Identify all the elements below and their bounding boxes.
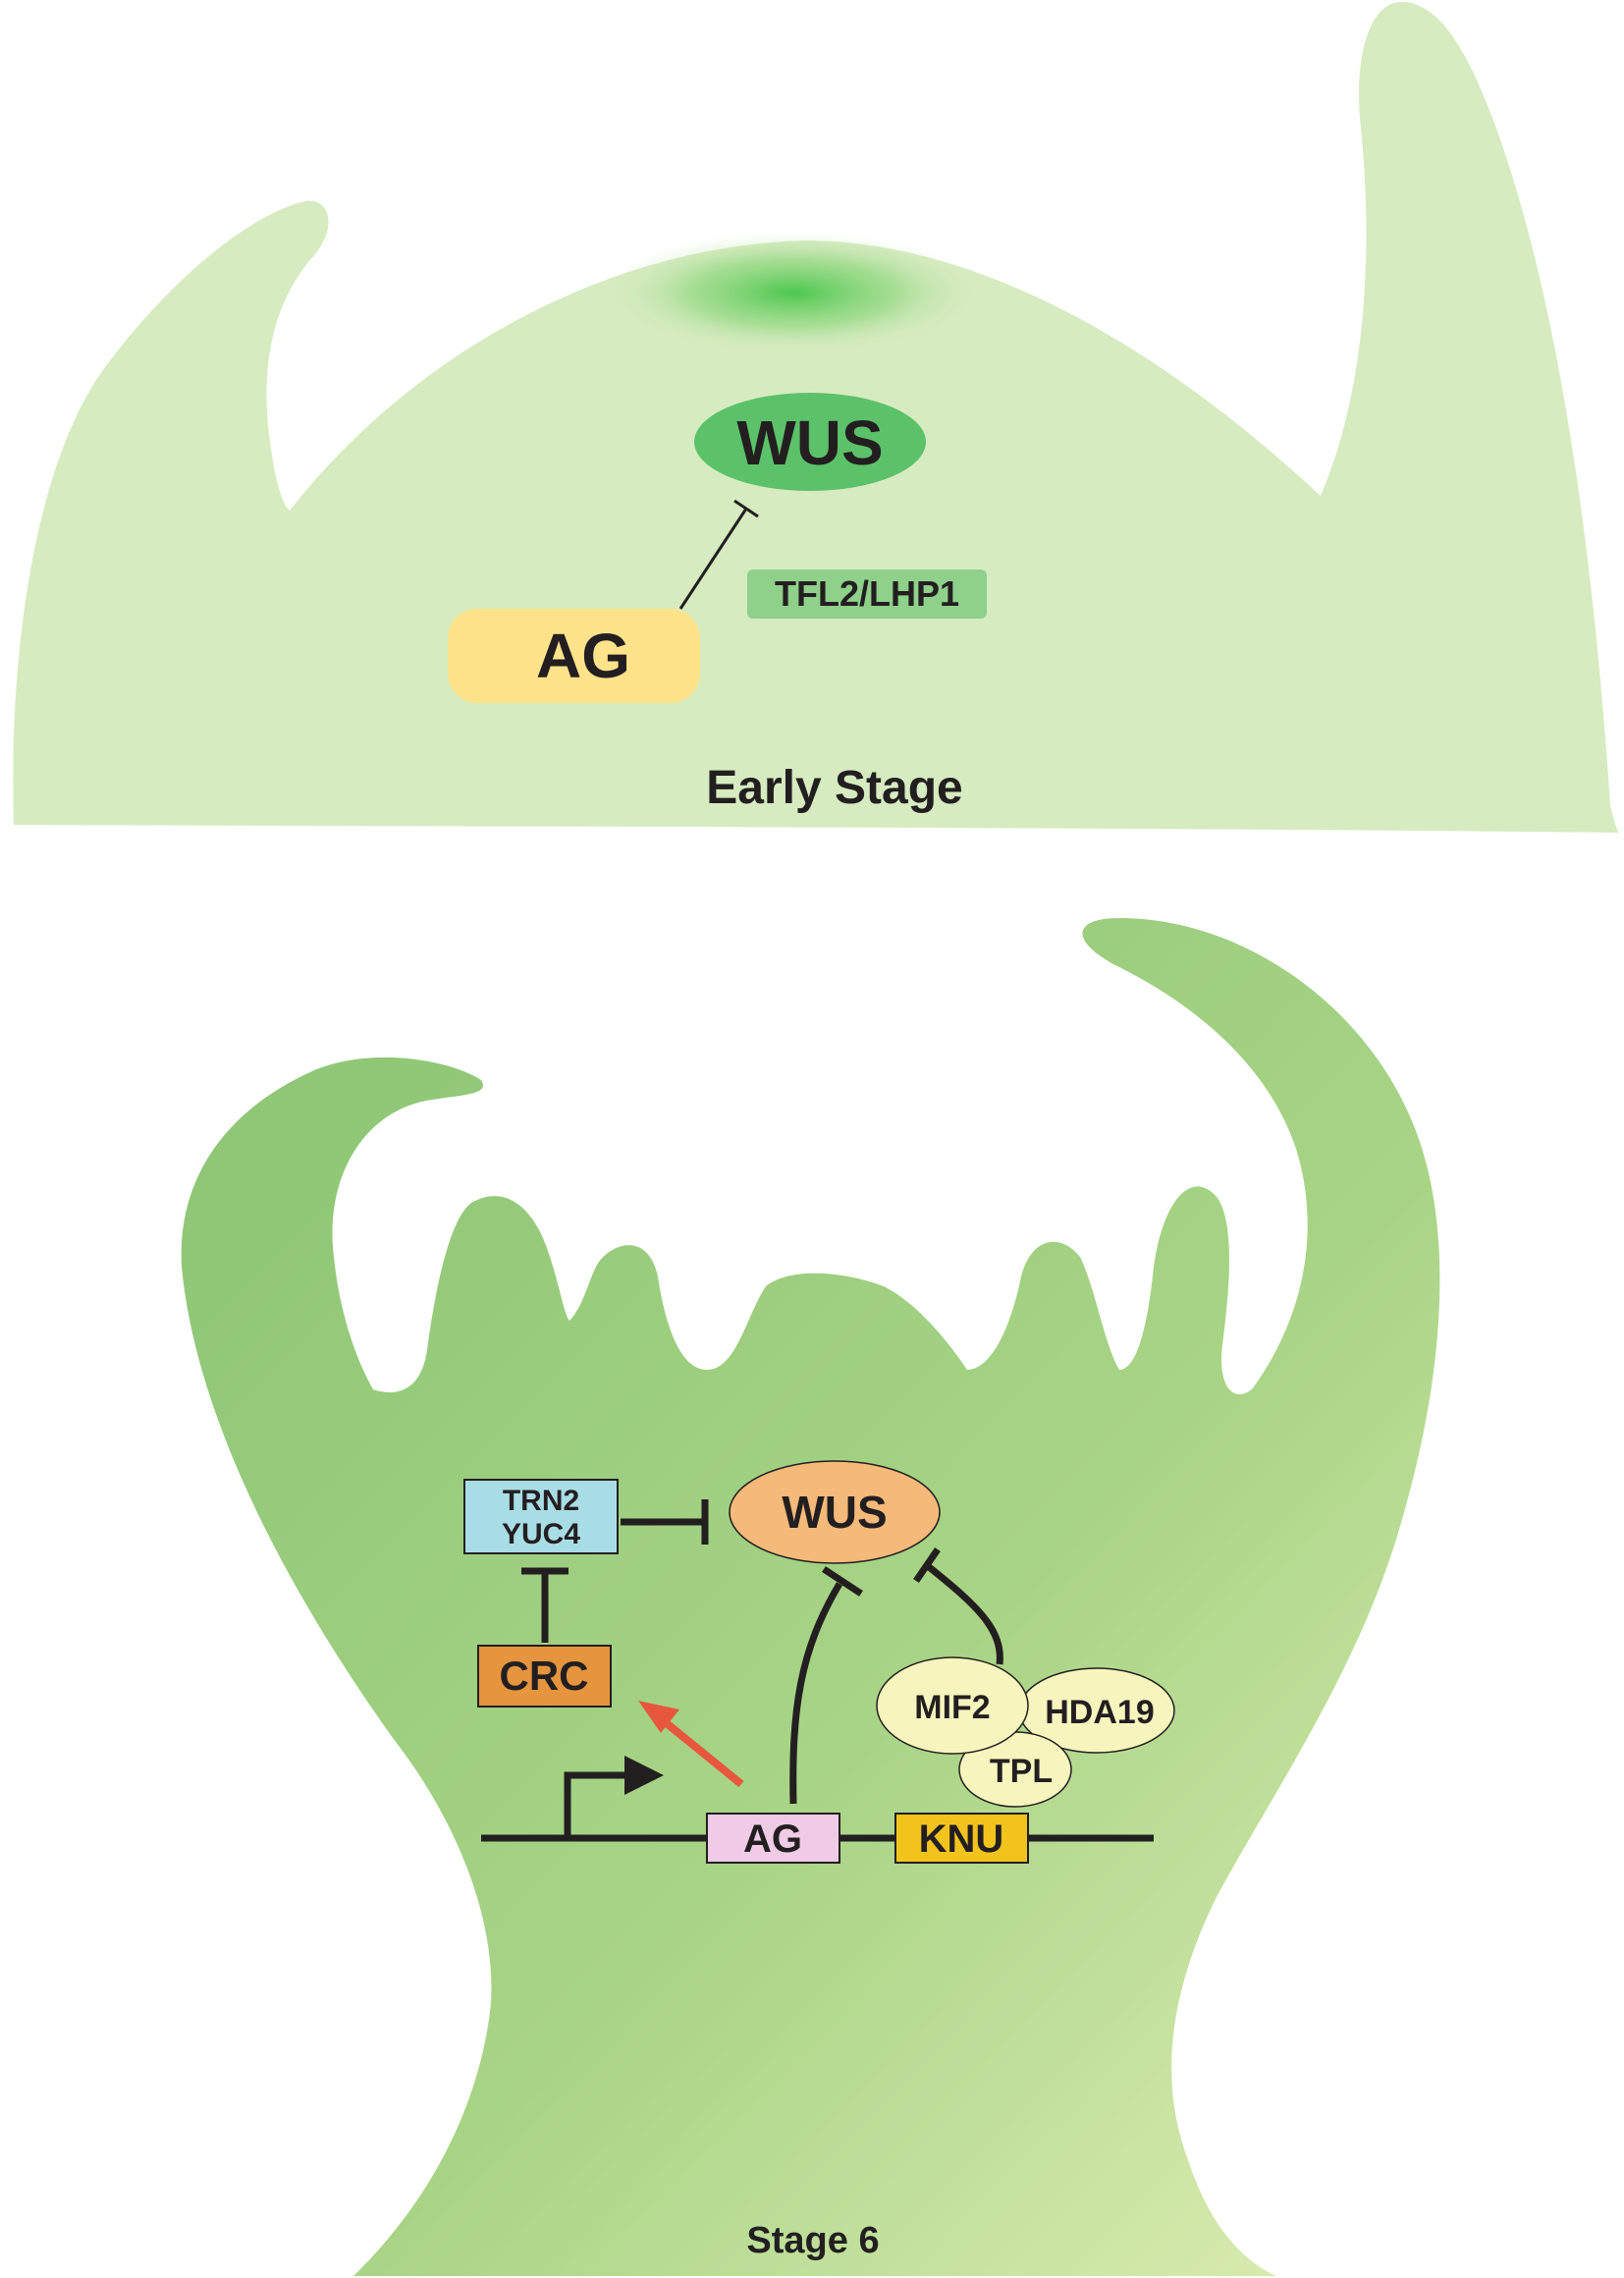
trn2-yuc4-node: TRN2 YUC4 xyxy=(463,1479,619,1554)
tfl2-lhp1-label: TFL2/LHP1 xyxy=(775,573,959,614)
early-stage-panel: WUS AG TFL2/LHP1 Early Stage xyxy=(13,1,1621,834)
arrow-head-icon xyxy=(638,1701,679,1733)
yuc4-label: YUC4 xyxy=(502,1518,580,1550)
promoter-arrow-line xyxy=(564,1771,628,1838)
early-ag-label: AG xyxy=(536,621,630,691)
tpl-label: TPL xyxy=(990,1753,1053,1790)
early-wus-label: WUS xyxy=(736,407,883,478)
knu-label: KNU xyxy=(919,1817,1004,1861)
hda19-label: HDA19 xyxy=(1045,1694,1154,1731)
early-wus-node: WUS xyxy=(694,393,926,491)
stage6-wus-label: WUS xyxy=(782,1487,887,1538)
stage6-ag-node: AG xyxy=(706,1813,840,1864)
stage6-wus-node: WUS xyxy=(729,1460,941,1564)
crc-trn2-repression-edge xyxy=(521,1567,568,1643)
crc-label: CRC xyxy=(500,1653,589,1699)
wus-expression-domain xyxy=(607,232,980,353)
mif2-node xyxy=(876,1656,1029,1755)
crc-node: CRC xyxy=(477,1645,612,1708)
knu-node: KNU xyxy=(894,1813,1029,1864)
stage6-tissue xyxy=(181,918,1440,2276)
early-ag-node: AG xyxy=(448,609,700,703)
early-stage-label: Early Stage xyxy=(706,762,962,814)
stage6-label: Stage 6 xyxy=(746,2220,879,2261)
trn2-label: TRN2 xyxy=(503,1485,579,1517)
stage6-ag-label: AG xyxy=(743,1817,802,1861)
mif2-complex: MIF2 HDA19 TPL xyxy=(876,1656,1175,1808)
stage6-panel: WUS TRN2 YUC4 CRC AG KNU MIF2 xyxy=(181,918,1440,2276)
ag-crc-activation-arrow xyxy=(638,1701,744,1788)
promoter-arrow-icon xyxy=(624,1756,664,1795)
ag-wus-repression-edge xyxy=(789,1566,863,1805)
early-repression-edge xyxy=(678,499,759,610)
tfl2-lhp1-badge: TFL2/LHP1 xyxy=(747,570,987,619)
mif2-label: MIF2 xyxy=(914,1689,990,1726)
trn2-wus-repression-edge xyxy=(621,1499,709,1545)
complex-wus-repression-edge xyxy=(913,1547,1003,1665)
